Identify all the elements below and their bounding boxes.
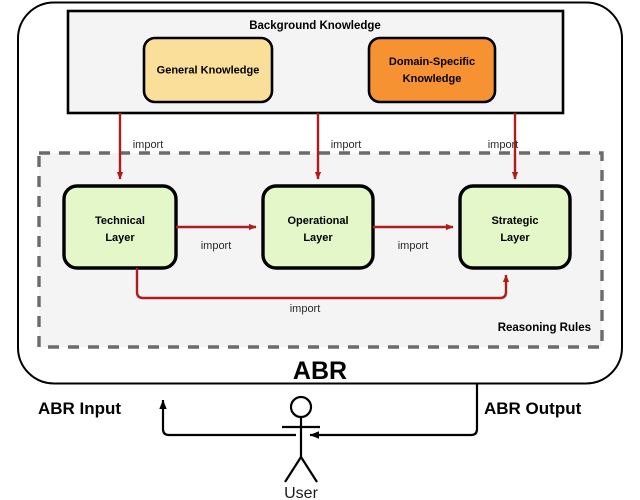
user-actor-label: User bbox=[284, 485, 318, 500]
strategic-layer-label-line2: Layer bbox=[500, 232, 530, 244]
domain-specific-knowledge-box[interactable] bbox=[367, 36, 497, 104]
operational-layer-label-line2: Layer bbox=[303, 232, 333, 244]
user-leg-right-line bbox=[300, 456, 318, 483]
domain-specific-knowledge-label-line1: Domain-Specific bbox=[389, 56, 475, 68]
user-leg-left-line bbox=[284, 456, 302, 483]
general-knowledge-box[interactable] bbox=[142, 36, 274, 104]
arrow-bk-to-technical-label: import bbox=[133, 139, 164, 151]
arrow-bk-to-strategic-label: import bbox=[488, 139, 519, 151]
background-knowledge-title: Background Knowledge bbox=[249, 20, 381, 32]
user-actor-icon[interactable] bbox=[282, 395, 320, 483]
technical-layer-box[interactable] bbox=[62, 184, 178, 270]
arrow-technical-to-strategic-feedback bbox=[135, 268, 510, 300]
reasoning-rules-label: Reasoning Rules bbox=[498, 322, 591, 334]
technical-layer-label-line2: Layer bbox=[105, 232, 135, 244]
domain-specific-knowledge-label-line2: Knowledge bbox=[403, 73, 462, 85]
strategic-layer-label-line1: Strategic bbox=[491, 215, 538, 227]
arrow-user-to-abr-input bbox=[159, 399, 296, 437]
abr-title: ABR bbox=[293, 357, 347, 385]
arrow-feedback-label: import bbox=[290, 303, 321, 315]
abr-output-label: ABR Output bbox=[484, 399, 582, 418]
arrow-operational-to-strategic-label: import bbox=[398, 240, 429, 252]
arrow-bk-to-operational-label: import bbox=[331, 139, 362, 151]
strategic-layer-box[interactable] bbox=[458, 184, 572, 270]
user-head-icon bbox=[289, 395, 313, 419]
operational-layer-label-line1: Operational bbox=[287, 215, 348, 227]
arrow-technical-to-operational-label: import bbox=[201, 240, 232, 252]
general-knowledge-label: General Knowledge bbox=[157, 64, 260, 76]
arrow-abr-output-to-user bbox=[309, 383, 479, 439]
operational-layer-box[interactable] bbox=[261, 184, 375, 270]
abr-input-label: ABR Input bbox=[38, 399, 121, 418]
technical-layer-label-line1: Technical bbox=[95, 215, 145, 227]
